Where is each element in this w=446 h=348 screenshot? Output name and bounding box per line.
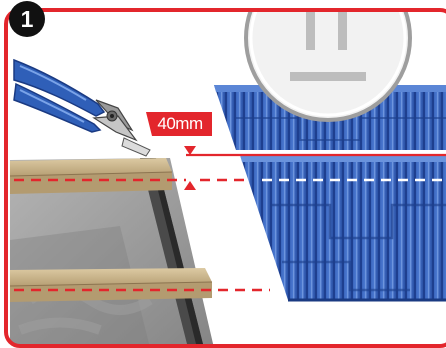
top-batten bbox=[10, 158, 172, 176]
front-roof-sheet bbox=[240, 155, 446, 302]
dashed-guides bbox=[14, 153, 446, 292]
magnified-profile-icon bbox=[244, 10, 412, 122]
step-badge bbox=[9, 1, 45, 37]
measurement-arrows bbox=[184, 146, 196, 190]
measurement-tag bbox=[146, 112, 212, 136]
step-frame bbox=[4, 8, 446, 348]
bottom-batten bbox=[10, 268, 212, 286]
tin-snips-icon bbox=[13, 58, 151, 157]
